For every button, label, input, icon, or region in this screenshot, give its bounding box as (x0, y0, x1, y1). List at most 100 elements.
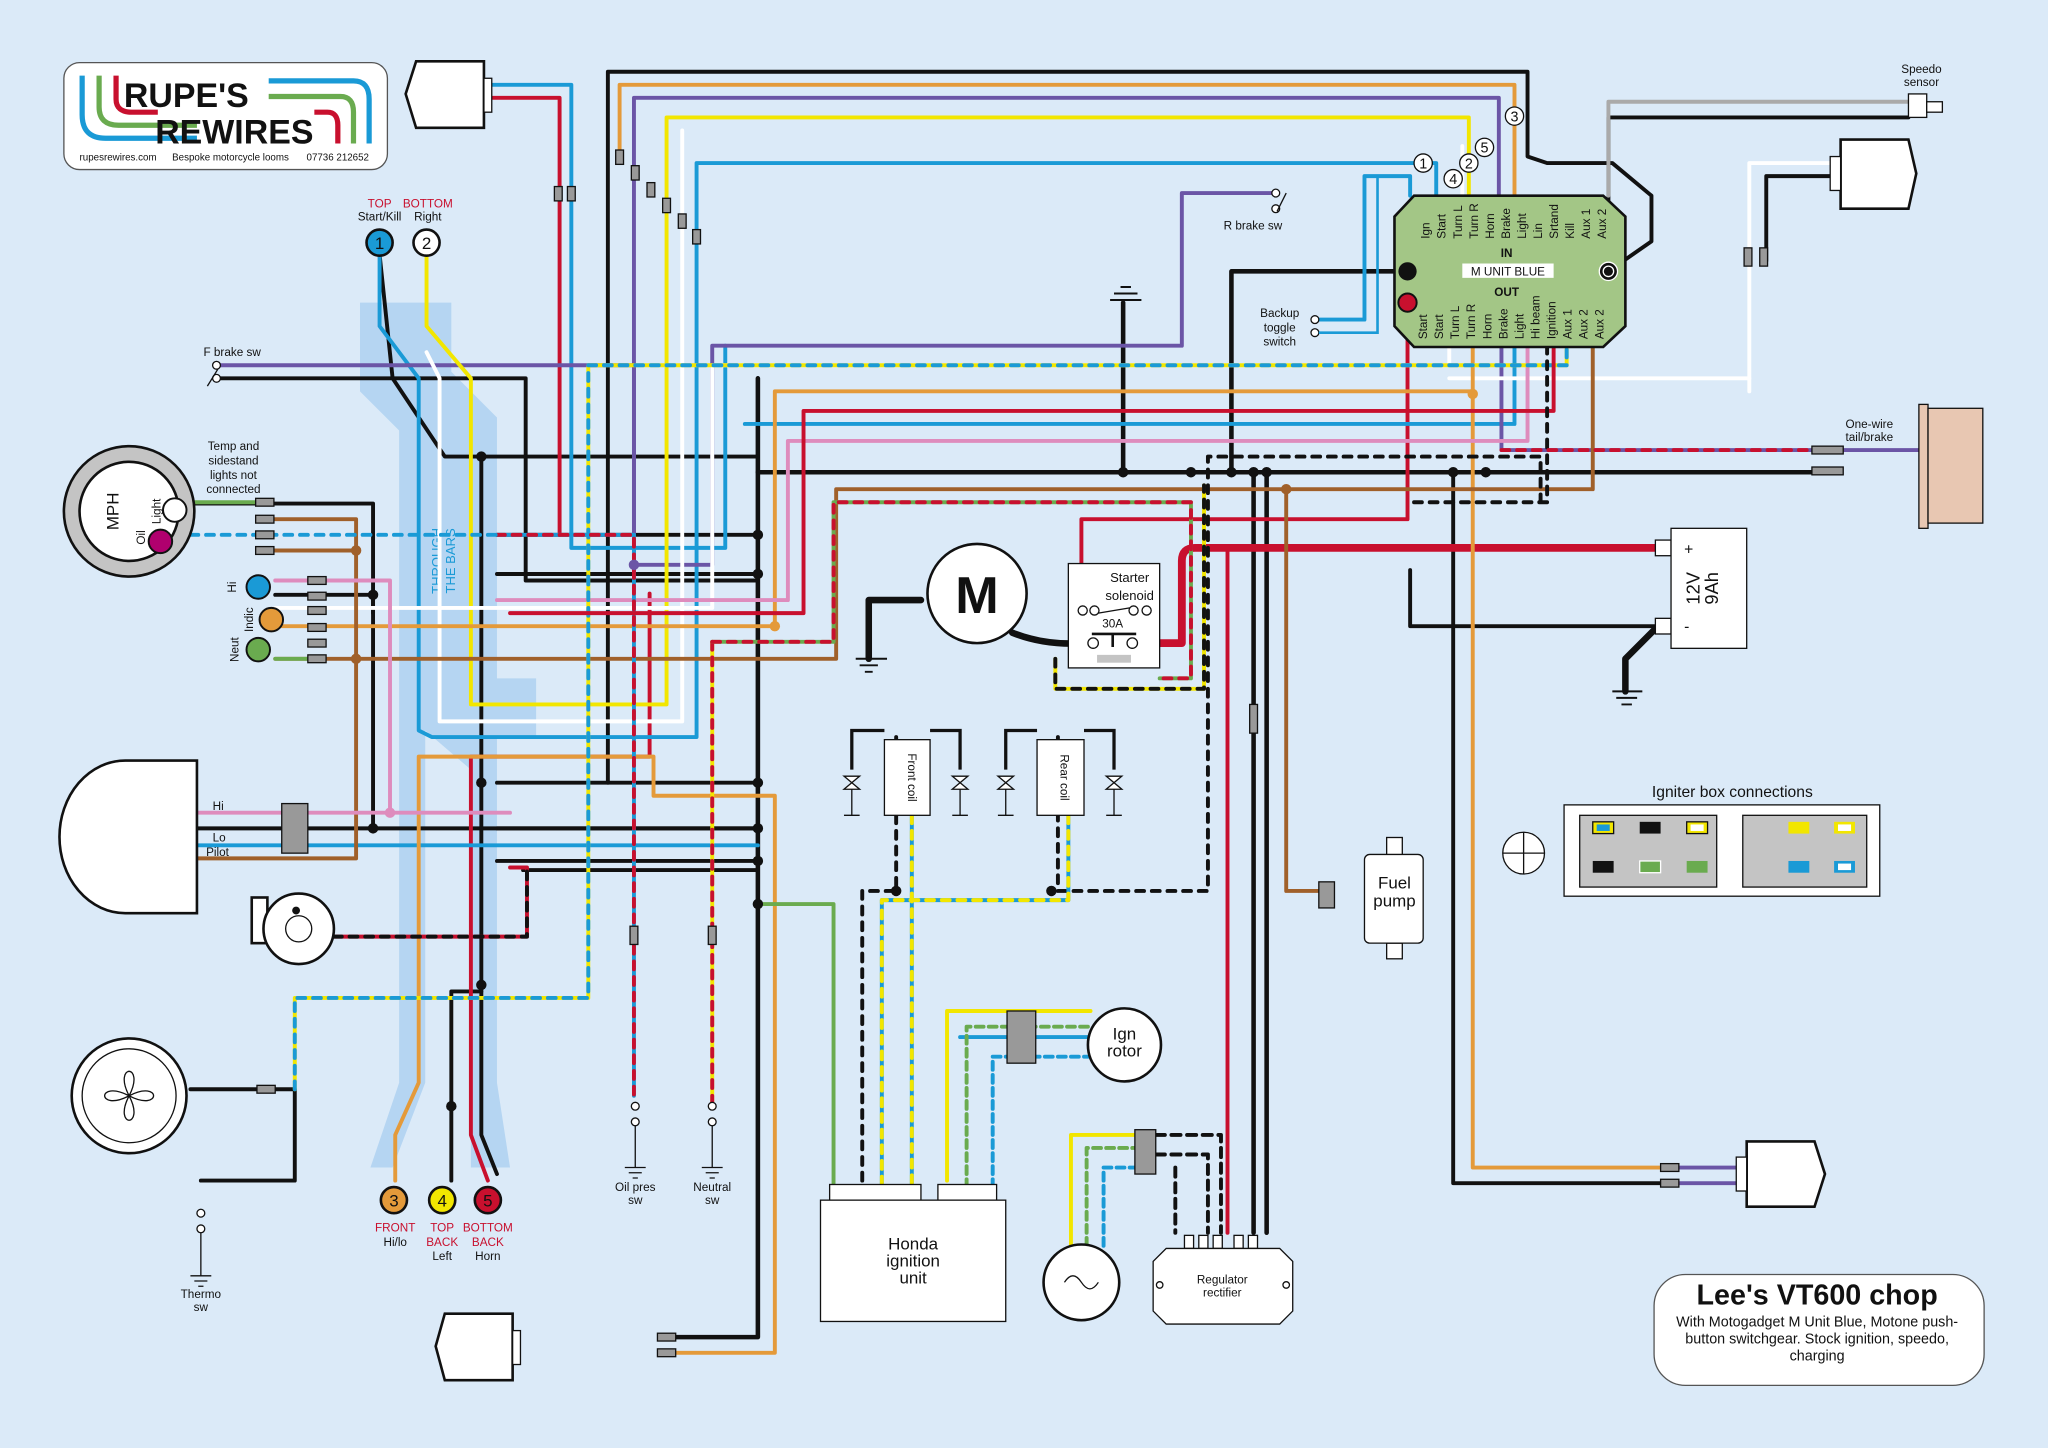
callout-number: 2 (1465, 156, 1473, 172)
fuel-label: Fuel (1378, 873, 1411, 892)
light-indicator (162, 497, 188, 523)
ignition-label-2: ignition (886, 1252, 940, 1271)
bottom-label: BOTTOM (403, 197, 453, 210)
logo-phone: 07736 212652 (307, 152, 369, 163)
rotor-label: Ign (1113, 1025, 1137, 1044)
button-3-position: FRONT (375, 1221, 415, 1234)
m-unit-output-label: Turn L (1449, 305, 1462, 339)
button-5-number: 5 (483, 1192, 492, 1211)
m-unit-output-label: Aux 2 (1578, 309, 1591, 339)
top-label: TOP (368, 197, 392, 210)
thermo-label: Thermo (181, 1288, 222, 1301)
speedo-note-2: sidestand (208, 454, 258, 467)
neutral-label-2: sw (705, 1194, 720, 1207)
bars-label: THROUGH (429, 528, 444, 594)
battery-voltage: 12V (1683, 571, 1704, 604)
starter-solenoid: Starter solenoid 30A (1067, 562, 1161, 669)
callout-circle (1474, 137, 1495, 158)
button-1-start-kill (365, 228, 394, 257)
diagram-subtitle: With Motogadget M Unit Blue, Motone push… (1676, 1315, 1958, 1331)
callout-number: 3 (1511, 109, 1519, 125)
speedo-sensor-label-2: sensor (1904, 76, 1939, 89)
headlight: Hi Lo Pilot (58, 759, 230, 915)
m-unit-output-label: Brake (1497, 309, 1510, 340)
logo-name-2: REWIRES (155, 113, 313, 151)
m-unit-output-label: Aux 1 (1562, 309, 1575, 339)
button-5-function: Horn (475, 1250, 500, 1263)
solenoid-fuse-label: 30A (1102, 617, 1123, 630)
button-4-number: 4 (437, 1192, 446, 1211)
headlight-hi-label: Hi (213, 800, 224, 813)
crosshair-icon (1502, 831, 1546, 875)
m-unit-output-label: Start (1433, 314, 1446, 340)
motor-label: M (955, 567, 998, 625)
starter-motor: M (855, 542, 1028, 673)
mph-label: MPH (104, 493, 123, 531)
m-unit-name: M UNIT BLUE (1471, 265, 1545, 278)
headlight-pilot-label: Pilot (206, 846, 230, 859)
battery-minus: - (1684, 618, 1689, 635)
m-unit-input-label: Lin (1532, 223, 1545, 239)
diagram-title: Lee's VT600 chop (1697, 1280, 1938, 1312)
speedo-note-4: connected (206, 483, 260, 496)
indicator-front-right (1829, 138, 1918, 211)
m-unit-input-label: Aux 1 (1580, 209, 1593, 239)
radiator-fan (70, 1037, 188, 1155)
r-brake-label: R brake sw (1224, 220, 1283, 233)
m-unit-output-label: Aux 2 (1594, 309, 1607, 339)
oil-label-2: sw (628, 1194, 643, 1207)
speedometer: MPH Light Oil Temp and sidestand lights … (62, 440, 261, 578)
ignition-label: Honda (888, 1235, 938, 1254)
callout-circle (1504, 106, 1525, 126)
m-unit-input-label: Brake (1500, 208, 1513, 239)
diagram-subtitle-3: charging (1790, 1349, 1845, 1365)
backup-label: Backup (1260, 307, 1300, 320)
battery-plus: + (1684, 541, 1693, 558)
m-unit-in-label: IN (1501, 247, 1513, 260)
light-label: Light (150, 498, 163, 524)
f-brake-switch: F brake sw (203, 346, 261, 387)
logo-name: RUPE'S (124, 77, 249, 115)
m-unit-output-label: Turn R (1465, 304, 1478, 339)
thermo-label-2: sw (194, 1301, 209, 1314)
battery-capacity: 9Ah (1701, 572, 1722, 604)
m-unit-output-label: Hi beam (1529, 295, 1542, 339)
ground-symbol (1110, 286, 1643, 706)
speedo-sensor: Speedo sensor (1901, 63, 1944, 119)
f-brake-label: F brake sw (203, 346, 261, 359)
neut-label: Neut (229, 637, 242, 663)
m-unit-output-label: Start (1417, 314, 1430, 340)
regulator-label-2: rectifier (1203, 1287, 1242, 1300)
headlight-lo-label: Lo (213, 831, 227, 844)
indic-label: Indic (243, 607, 256, 632)
rear-coil: Rear coil (996, 728, 1124, 816)
button-5-position: BOTTOM (463, 1221, 513, 1234)
indicator-rear-right (1735, 1140, 1827, 1208)
right-switch-labels: TOP BOTTOM Start/Kill Right 1 2 (358, 197, 453, 257)
button-2-number: 2 (422, 234, 431, 253)
m-unit-out-label: OUT (1494, 286, 1520, 299)
callout-circle (1413, 153, 1433, 173)
button-2-function: Right (414, 210, 442, 223)
button-4-position: TOP (430, 1221, 454, 1234)
diagram-subtitle-2: button switchgear. Stock ignition, speed… (1685, 1332, 1949, 1348)
warning-lights: Hi Indic Neut (226, 574, 285, 663)
fuel-label-2: pump (1373, 892, 1415, 911)
wires (188, 69, 1921, 1358)
hi-label: Hi (226, 581, 239, 592)
button-4-position-2: BACK (426, 1236, 458, 1249)
button-5-position-2: BACK (472, 1236, 504, 1249)
m-unit-output-label: Horn (1481, 314, 1494, 339)
oil-label: Oil pres (615, 1181, 656, 1194)
m-unit-output-label: Ignition (1545, 301, 1558, 339)
indicator-rear-left (434, 1312, 522, 1382)
solenoid-label-2: solenoid (1105, 588, 1154, 603)
igniter-box-connections: Igniter box connections (1502, 784, 1881, 897)
battery: 12V 9Ah + - (1654, 527, 1748, 649)
